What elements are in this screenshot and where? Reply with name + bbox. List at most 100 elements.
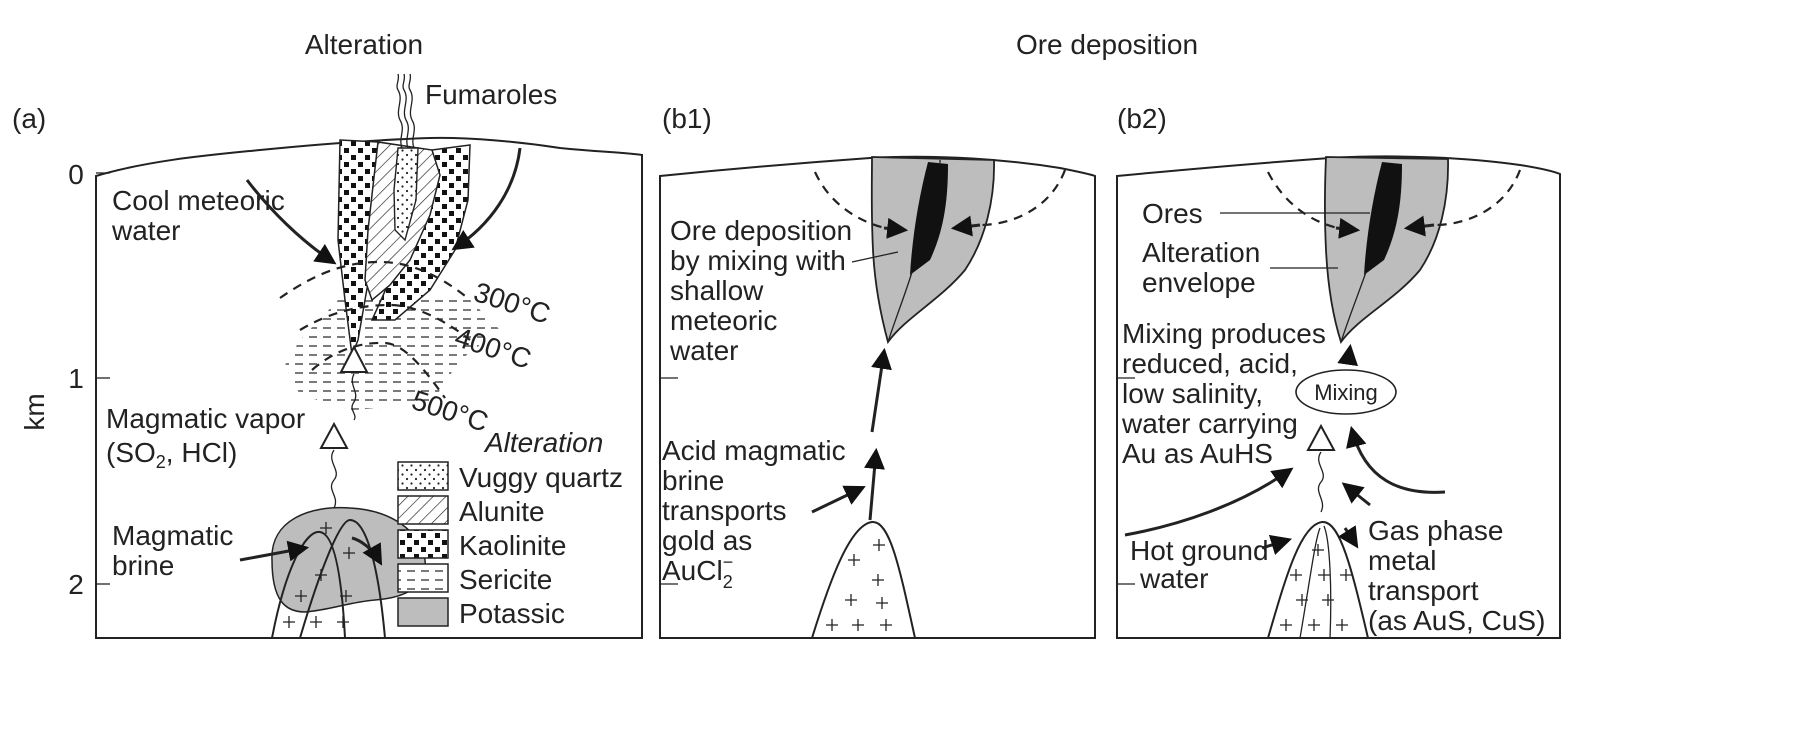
b2-gas-label-4: (as AuS, CuS)	[1368, 605, 1545, 636]
label-meteoric-1: Cool meteoric	[112, 185, 285, 216]
b2-intrusion-crosses	[1280, 544, 1352, 631]
b2-intrusion-inner	[1299, 527, 1321, 639]
b1-acid-text-2: brine	[662, 465, 724, 496]
b1-arrow-right	[950, 215, 981, 237]
b1-arrow-left	[883, 217, 909, 239]
title-ore-deposition: Ore deposition	[1016, 29, 1198, 60]
isotherm-500	[311, 341, 446, 399]
legend-swatch-kaolinite	[397, 529, 449, 559]
meteoric-arrow-right	[451, 147, 522, 251]
b1-flow-arrow-lower	[864, 447, 885, 521]
legend-alunite: Alunite	[459, 496, 545, 527]
b2-intrusion	[1267, 520, 1369, 639]
b2-mixing-text-5: Au as AuHS	[1122, 438, 1273, 469]
panel-a: Fumaroles Cool meteoric water 300°C 400°…	[95, 73, 643, 639]
b2-hot-pointer	[1261, 534, 1293, 555]
brine-flow-arrow	[351, 536, 383, 566]
meteoric-arrow-left	[245, 179, 337, 265]
legend-sericite: Sericite	[459, 564, 552, 595]
b2-mixing-text-4: water carrying	[1121, 408, 1298, 439]
label-magmatic-brine-1: Magmatic	[112, 520, 233, 551]
panel-b2-frame	[1116, 155, 1561, 639]
legend-potassic: Potassic	[459, 598, 565, 629]
vapor-squiggle	[330, 449, 337, 509]
b2-vein	[1340, 271, 1367, 343]
b1-ore-leader	[851, 251, 899, 263]
b1-intrusion	[811, 520, 916, 639]
panel-b2: Ores Alteration envelope Mixing produces…	[1116, 155, 1561, 639]
b1-ore-text-5: water	[669, 335, 738, 366]
b2-ore-body	[1364, 162, 1402, 275]
b1-acid-pointer	[811, 485, 866, 514]
vapor-squiggle	[351, 373, 357, 421]
sericite-zone	[285, 298, 500, 410]
b2-ores-label: Ores	[1142, 198, 1203, 229]
label-500c: 500°C	[408, 384, 492, 438]
b2-meteoric-dash-right	[1434, 169, 1522, 227]
b2-vapor-triangle	[1306, 423, 1336, 451]
b2-hot-water-arrow-right	[1346, 425, 1446, 494]
b2-vapor-squiggle	[1317, 451, 1324, 513]
b1-flow-arrow-upper	[870, 347, 892, 433]
b1-intrusion-crosses	[826, 539, 892, 631]
legend-swatch-sericite	[397, 563, 449, 593]
intrusion-crosses	[283, 522, 355, 628]
axis-tick-2: 2	[68, 569, 84, 600]
intrusion-left	[271, 530, 346, 639]
b2-hot-label-2: water	[1139, 563, 1208, 594]
vapor-triangle-lower	[319, 421, 349, 449]
axis-tick-0: 0	[68, 159, 84, 190]
legend-title: Alteration	[483, 427, 603, 458]
b2-meteoric-dash-left	[1267, 171, 1339, 230]
fumarole-wisp	[396, 73, 403, 149]
panel-b1-frame	[659, 155, 1096, 639]
fumarole-wisp	[408, 73, 415, 149]
b2-hot-water-arrow-left	[1124, 467, 1294, 537]
b2-gas-arrow	[1341, 482, 1371, 507]
legend-kaolinite: Kaolinite	[459, 530, 566, 561]
panel-label-b2: (b2)	[1117, 103, 1167, 134]
b2-mixing-text-3: low salinity,	[1122, 378, 1263, 409]
b2-mixing-text-2: reduced, acid,	[1122, 348, 1298, 379]
b1-acid-text-5: AuCl2−	[662, 552, 733, 592]
b1-acid-text-3: transports	[662, 495, 787, 526]
label-magmatic-vapor: Magmatic vapor	[106, 403, 305, 434]
b2-envelope-label-1: Alteration	[1142, 237, 1260, 268]
intrusion-right	[299, 518, 386, 639]
panel-b1: Ore deposition by mixing with shallow me…	[659, 155, 1096, 639]
fumarole-wisp	[402, 73, 409, 149]
legend-swatch-potassic	[397, 597, 449, 627]
b2-mixing-text-1: Mixing produces	[1122, 318, 1326, 349]
b1-ore-text-1: Ore deposition	[670, 215, 852, 246]
panel-label-b1: (b1)	[662, 103, 712, 134]
b1-vein	[887, 271, 913, 343]
b2-arrow-right	[1403, 215, 1435, 237]
label-magmatic-brine-2: brine	[112, 550, 174, 581]
b1-meteoric-dash-left	[813, 171, 886, 230]
b2-mixing-label: Mixing	[1314, 380, 1378, 405]
axis-label-km: km	[19, 393, 50, 430]
label-fumaroles: Fumaroles	[425, 79, 557, 110]
b1-ore-text-2: by mixing with	[670, 245, 846, 276]
panel-label-a: (a)	[12, 103, 46, 134]
label-vapor-formula: (SO2, HCl)	[106, 437, 237, 472]
b1-ore-text-3: shallow	[670, 275, 764, 306]
b1-ore-text-4: meteoric	[670, 305, 777, 336]
vapor-triangle-upper	[339, 344, 369, 373]
b2-gas-pointer	[1338, 525, 1359, 549]
legend-vuggy-quartz: Vuggy quartz	[459, 462, 623, 493]
b2-gas-label-3: transport	[1368, 575, 1479, 606]
legend-swatch-vuggy-quartz	[397, 461, 449, 491]
isotherm-300	[279, 260, 471, 301]
b1-meteoric-dash-right	[979, 169, 1067, 227]
b1-acid-text-4: gold as	[662, 525, 752, 556]
b2-gas-label-2: metal	[1368, 545, 1436, 576]
b2-envelope-label-2: envelope	[1142, 267, 1256, 298]
title-alteration: Alteration	[305, 29, 423, 60]
brine-pointer	[239, 540, 310, 562]
b2-hot-label-1: Hot ground	[1130, 535, 1269, 566]
axis-tick-1: 1	[68, 363, 84, 394]
b2-mixing-bubble	[1295, 369, 1397, 415]
